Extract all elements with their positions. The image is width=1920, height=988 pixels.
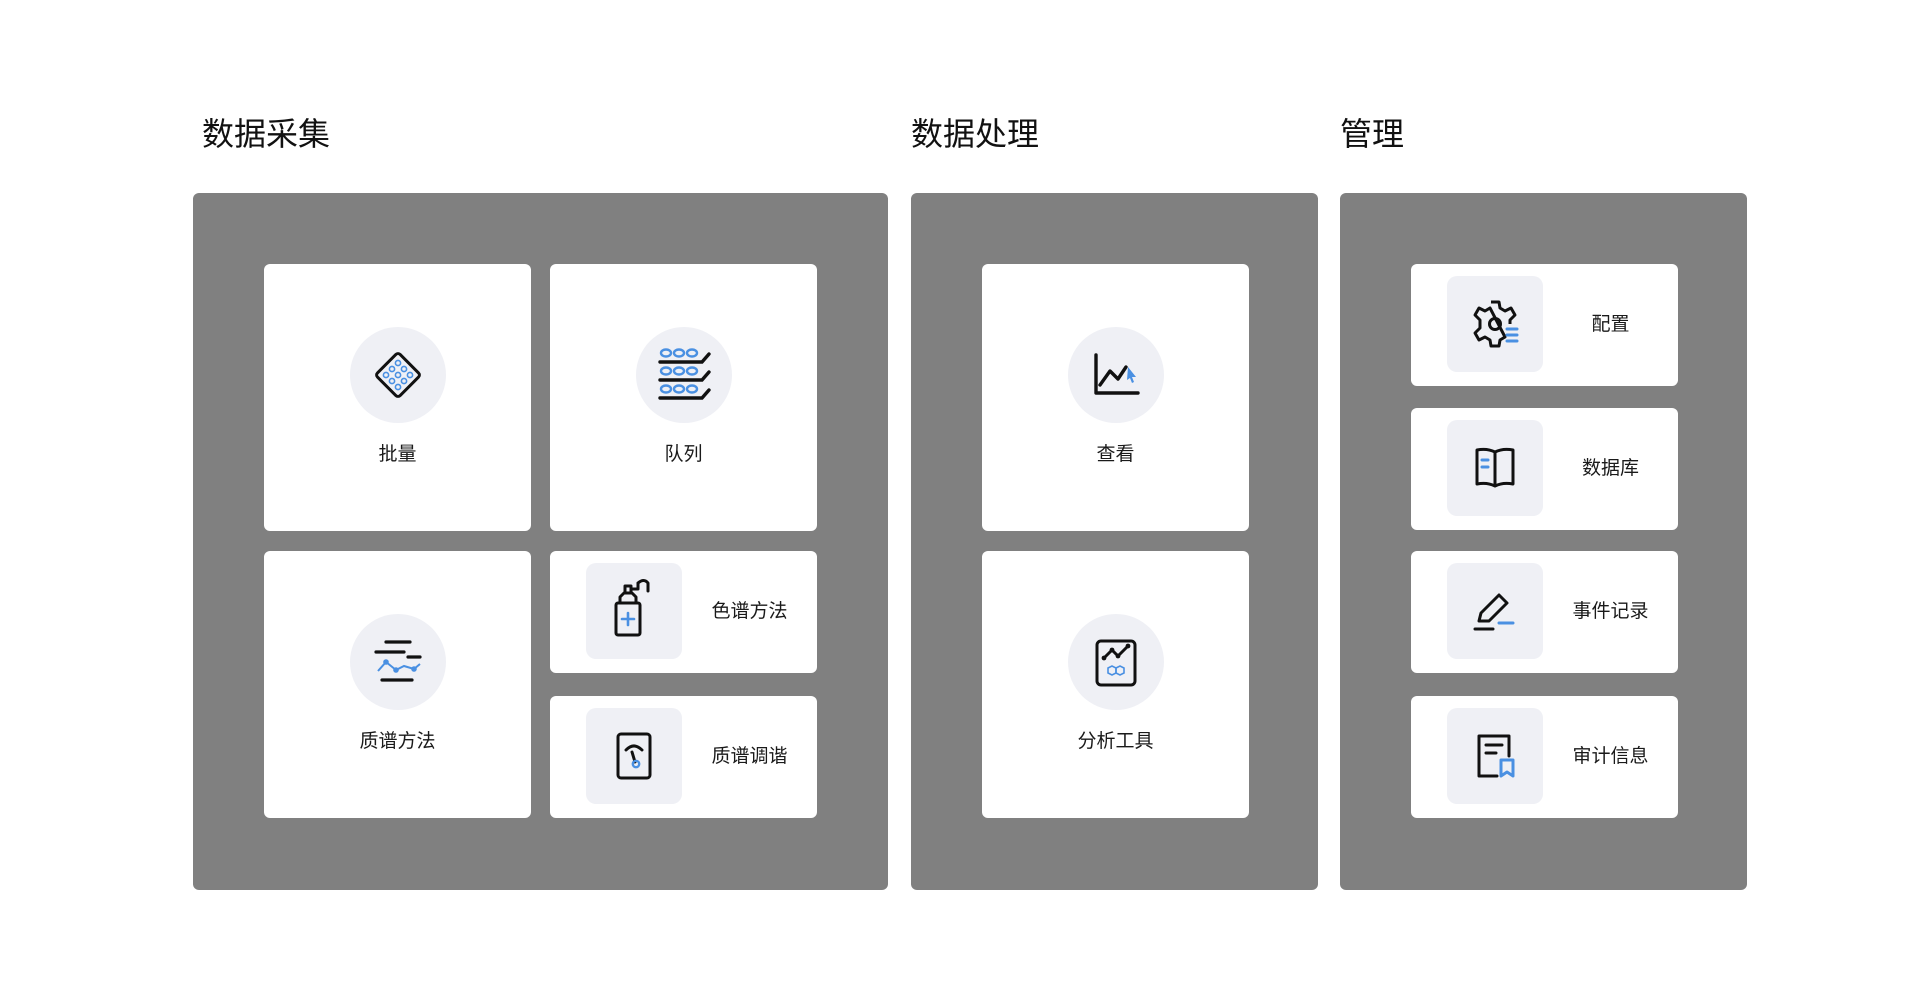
card-ms-method-label: 质谱方法 [359,730,436,752]
queue-icon [635,327,732,423]
audit-document-icon [1447,708,1543,804]
card-lc-method[interactable]: 色谱方法 [550,551,817,673]
card-audit-info[interactable]: 审计信息 [1411,696,1678,818]
panel-data-processing: 查看 分析工具 [911,193,1318,890]
card-database[interactable]: 数据库 [1411,408,1678,530]
card-lc-method-label: 色谱方法 [711,600,788,622]
card-analysis-tool[interactable]: 分析工具 [982,551,1249,818]
card-audit-info-label: 审计信息 [1572,745,1649,767]
card-event-log[interactable]: 事件记录 [1411,551,1678,673]
review-chart-icon [1067,327,1164,423]
card-queue[interactable]: 队列 [550,264,817,531]
section-title-data-processing: 数据处理 [911,115,1040,153]
card-analysis-tool-label: 分析工具 [1077,730,1154,752]
database-book-icon [1447,420,1543,516]
card-database-label: 数据库 [1581,457,1639,479]
panel-management: 配置 数据库 事件记录 [1340,193,1747,890]
ms-tune-icon [586,708,682,804]
settings-gear-icon [1447,276,1543,372]
card-batch[interactable]: 批量 [264,264,531,531]
lc-method-icon [586,563,682,659]
card-queue-label: 队列 [664,443,703,465]
card-event-log-label: 事件记录 [1572,600,1649,622]
card-batch-label: 批量 [378,443,417,465]
card-review-label: 查看 [1096,443,1135,465]
analysis-tool-icon [1067,614,1164,710]
batch-plate-icon [349,327,446,423]
card-review[interactable]: 查看 [982,264,1249,531]
card-settings[interactable]: 配置 [1411,264,1678,386]
section-title-data-acquisition: 数据采集 [202,115,331,153]
card-ms-method[interactable]: 质谱方法 [264,551,531,818]
ms-method-icon [349,614,446,710]
card-ms-tune-label: 质谱调谐 [711,745,788,767]
section-title-management: 管理 [1340,115,1405,153]
card-settings-label: 配置 [1591,313,1630,335]
card-ms-tune[interactable]: 质谱调谐 [550,696,817,818]
event-log-edit-icon [1447,563,1543,659]
panel-data-acquisition: 批量 队列 [193,193,888,890]
